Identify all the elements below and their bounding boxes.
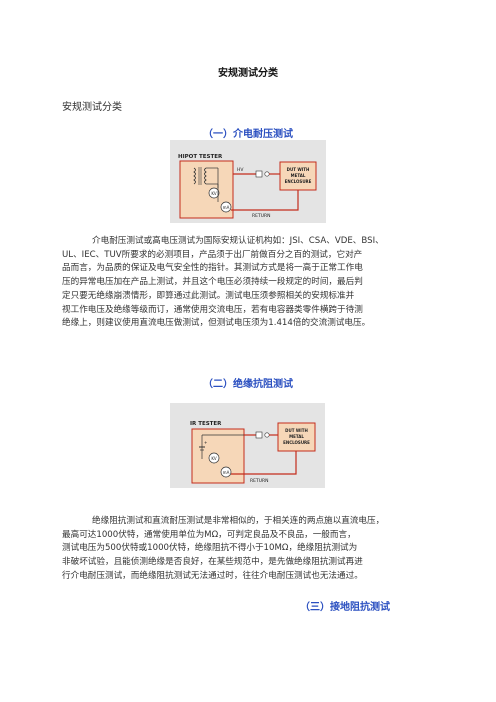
paragraph-line: 品而言，为品质的保证及电气安全性的指针。其测试方式是将一高于正常工作电 bbox=[62, 263, 363, 274]
hipot-dut-plug-icon bbox=[264, 171, 270, 177]
hipot-kv-meter-icon bbox=[208, 187, 220, 199]
svg-text:mA: mA bbox=[223, 470, 230, 475]
ir-dut-box bbox=[277, 422, 316, 452]
svg-text:RETURN: RETURN bbox=[252, 213, 271, 219]
document-title: 安规测试分类 bbox=[218, 68, 278, 79]
ir-ma-meter-icon bbox=[220, 466, 232, 478]
paragraph-dielectric: 介电耐压测试或高电压测试为国际安规认证机构如：JSI、CSA、VDE、BSI、 … bbox=[62, 235, 442, 331]
ir-connector-icon bbox=[255, 431, 263, 439]
paragraph-line: 视工作电压及绝缘等级而订，通常使用交流电压，若有电容器类零件横跨于待测 bbox=[62, 304, 363, 315]
svg-text:KV: KV bbox=[211, 456, 217, 461]
svg-text:KV: KV bbox=[211, 191, 217, 196]
paragraph-line: 介电耐压测试或高电压测试为国际安规认证机构如：JSI、CSA、VDE、BSI、 bbox=[92, 236, 384, 246]
paragraph-line: 绝缘阻抗测试和直流耐压测试是非常相似的，于相关连的两点施以直流电压， bbox=[92, 516, 385, 526]
hipot-tester-label: HIPOT TESTER bbox=[178, 154, 223, 160]
svg-text:METAL: METAL bbox=[289, 434, 304, 439]
ir-return-wire bbox=[231, 451, 297, 475]
svg-text:METAL: METAL bbox=[291, 173, 306, 178]
svg-text:ENCLOSURE: ENCLOSURE bbox=[283, 440, 310, 445]
ir-dut-plug-icon bbox=[264, 432, 270, 438]
svg-text:DUT WITH: DUT WITH bbox=[287, 167, 310, 172]
svg-text:HV: HV bbox=[237, 167, 244, 173]
ir-diagram-svg: IR TESTER + KV mA DUT WITH METAL ENCLOSU… bbox=[190, 421, 316, 484]
svg-text:+: + bbox=[204, 440, 207, 445]
section-heading-dielectric: （一）介电耐压测试 bbox=[203, 129, 293, 140]
section-heading-grounding: （三）接地阻抗测试 bbox=[300, 602, 390, 613]
paragraph-line: 绝缘上，则建议使用直流电压做测试，但测试电压须为1.414倍的交流测试电压。 bbox=[62, 318, 371, 329]
hipot-diagram-svg: HIPOT TESTER KV mA HV DUT WITH METAL bbox=[178, 154, 317, 219]
paragraph-line: 最高可达1000伏特，通常使用单位为MΩ，可判定良品及不良品，一般而言， bbox=[62, 529, 356, 540]
document-subtitle: 安规测试分类 bbox=[62, 102, 122, 113]
paragraph-line: UL、IEC、TUV所要求的必测项目，产品须于出厂前做百分之百的测试，它对产 bbox=[62, 249, 363, 260]
hipot-transformer-secondary bbox=[204, 167, 207, 185]
paragraph-insulation: 绝缘阻抗测试和直流耐压测试是非常相似的，于相关连的两点施以直流电压， 最高可达1… bbox=[62, 515, 442, 584]
hipot-connector-icon bbox=[255, 170, 263, 178]
svg-text:DUT WITH: DUT WITH bbox=[285, 428, 308, 433]
paragraph-line: 非破坏试验，且能侦测绝缘是否良好，在某些规范中，是先做绝缘阻抗测试再进 bbox=[62, 557, 363, 568]
svg-text:mA: mA bbox=[223, 205, 230, 210]
hipot-circuit-diagram: HIPOT TESTER KV mA HV DUT WITH METAL bbox=[170, 140, 326, 223]
ir-tester-label: IR TESTER bbox=[190, 421, 222, 427]
paragraph-line: 测试电压为500伏特或1000伏特，绝缘阻抗不得小于10MΩ，绝缘阻抗测试为 bbox=[62, 543, 358, 554]
hipot-transformer-primary bbox=[193, 167, 196, 185]
paragraph-line: 行介电耐压测试，而绝缘阻抗测试无法通过时，往往介电耐压测试也无法通过。 bbox=[62, 570, 363, 581]
paragraph-line: 压的异常电压加在产品上测试，并且这个电压必须持续一段规定的时间，最后判 bbox=[62, 277, 363, 288]
svg-text:RETURN: RETURN bbox=[250, 478, 269, 484]
ir-kv-meter-icon bbox=[208, 452, 220, 464]
hipot-dut-box bbox=[279, 161, 317, 191]
svg-text:ENCLOSURE: ENCLOSURE bbox=[285, 179, 312, 184]
ir-circuit-diagram: IR TESTER + KV mA DUT WITH METAL ENCLOSU… bbox=[170, 403, 325, 488]
section-heading-insulation: （二）绝缘抗阻测试 bbox=[203, 379, 293, 390]
hipot-return-wire bbox=[231, 190, 299, 211]
paragraph-line: 定只要无绝缘崩溃情形，即算通过此测试。测试电压须参照相关的安规标准并 bbox=[62, 290, 355, 301]
hipot-ma-meter-icon bbox=[220, 201, 232, 213]
